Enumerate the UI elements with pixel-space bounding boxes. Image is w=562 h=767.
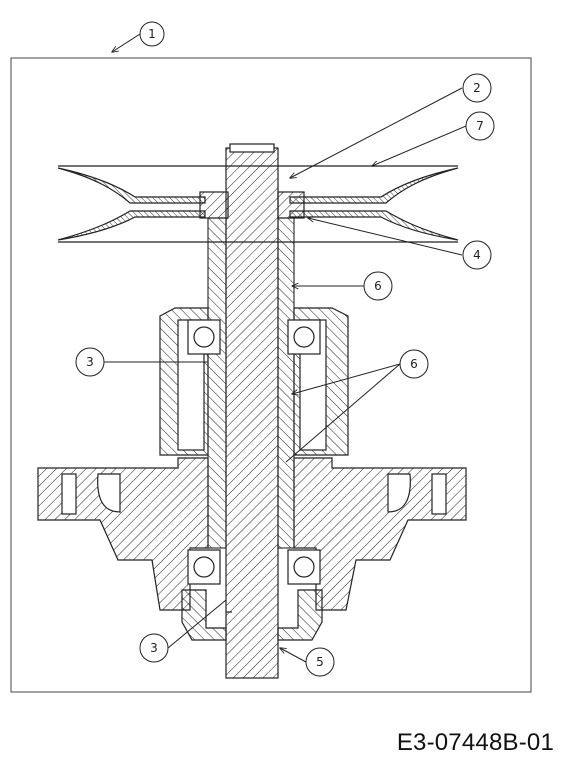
svg-text:6: 6 [410,357,418,371]
svg-text:2: 2 [473,81,481,95]
callout-2: 2 [462,73,492,103]
callout-5: 5 [305,647,335,677]
diagram-frame [10,57,532,693]
spindle-shaft [225,143,279,679]
callout-1: 1 [139,21,165,47]
callout-4: 4 [462,240,492,270]
svg-text:4: 4 [473,248,481,262]
svg-text:6: 6 [374,279,382,293]
callout-6-upper: 6 [363,271,393,301]
leader-lines [104,33,467,663]
callout-7: 7 [465,111,495,141]
spindle-housing [37,307,467,641]
callout-3-upper: 3 [75,347,105,377]
svg-text:5: 5 [316,655,324,669]
svg-text:3: 3 [150,641,158,655]
pulley [57,165,459,243]
callout-6-lower: 6 [399,349,429,379]
svg-text:3: 3 [86,355,94,369]
diagram-code: E3-07448B-01 [396,729,554,756]
bearing [187,319,321,585]
svg-text:7: 7 [476,119,484,133]
svg-text:1: 1 [148,27,156,41]
callout-3-lower: 3 [139,633,169,663]
